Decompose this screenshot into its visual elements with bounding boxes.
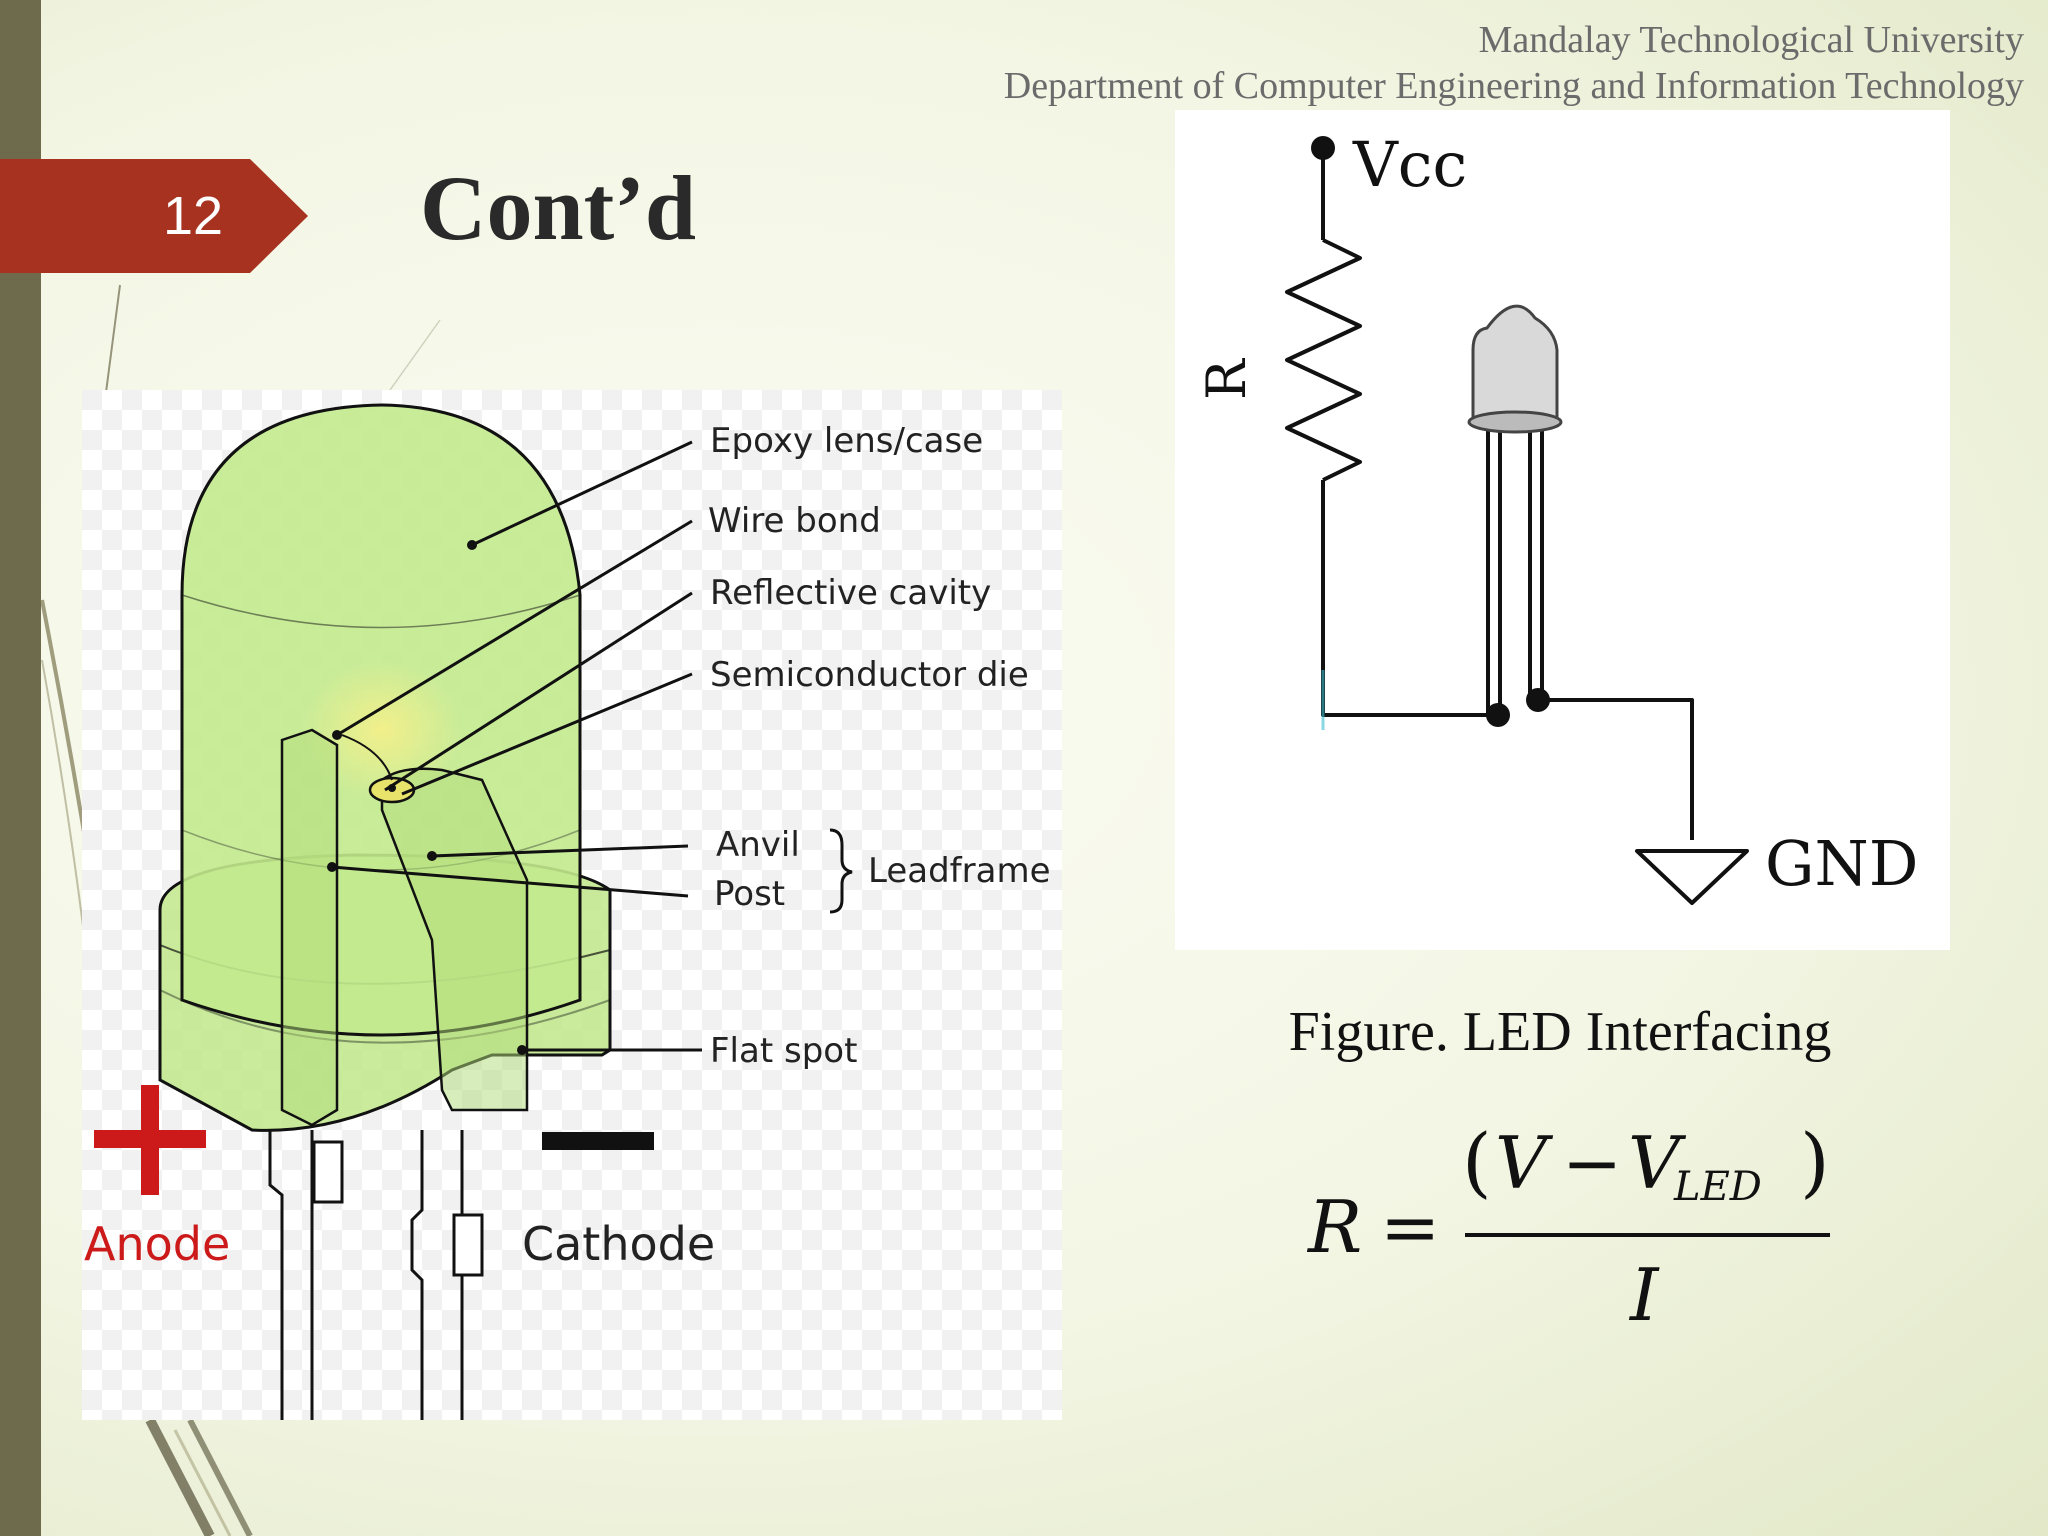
formula-close-paren: ): [1800, 1120, 1830, 1206]
label-leadframe: Leadframe: [868, 851, 1051, 891]
minus-sign-icon: [542, 1132, 654, 1150]
formula-denominator: I: [1628, 1253, 1660, 1337]
label-anode: Anode: [84, 1217, 230, 1271]
label-wire-bond: Wire bond: [708, 501, 881, 541]
header-university: Mandalay Technological University: [1478, 19, 2024, 61]
figure-caption: Figure. LED Interfacing: [1288, 1001, 1832, 1063]
led-cathode-junction: [1486, 703, 1510, 727]
label-cathode: Cathode: [522, 1217, 715, 1271]
led-bulb-icon: [1471, 304, 1559, 424]
led-anode-junction: [1526, 688, 1550, 712]
formula-minus: −: [1562, 1121, 1622, 1205]
led-anatomy-diagram: Epoxy lens/case Wire bond Reflective cav…: [82, 390, 1062, 1420]
formula-subscript: LED: [1673, 1164, 1762, 1210]
header-department: Department of Computer Engineering and I…: [1003, 65, 2024, 107]
led-post: [280, 728, 339, 1127]
cathode-lead-tab: [452, 1213, 484, 1277]
vcc-label: Vcc: [1352, 128, 1467, 201]
label-anvil: Anvil: [716, 825, 800, 865]
gnd-label: GND: [1765, 827, 1919, 900]
label-flat-spot: Flat spot: [710, 1031, 857, 1071]
resistor-label: R: [1195, 358, 1258, 400]
label-epoxy-lens: Epoxy lens/case: [710, 421, 983, 461]
formula-v-led: V: [1628, 1121, 1687, 1205]
leadframe-brace: [829, 828, 853, 914]
slide-number-badge: [0, 159, 308, 273]
formula-open-paren: (: [1462, 1120, 1492, 1206]
formula-v: V: [1495, 1121, 1554, 1205]
slide-title: Cont’d: [420, 157, 697, 259]
label-semiconductor-die: Semiconductor die: [710, 655, 1029, 695]
vcc-terminal: [1311, 136, 1335, 160]
formula-equals: =: [1380, 1185, 1440, 1269]
label-post: Post: [714, 874, 785, 914]
resistor-formula: R = ( V − V LED ) I: [1306, 1120, 1830, 1337]
formula-lhs: R: [1306, 1185, 1362, 1269]
plus-sign-icon: [94, 1085, 206, 1195]
anode-lead-tab: [312, 1140, 344, 1204]
slide-number: 12: [162, 186, 224, 246]
callout-lines: [331, 440, 702, 1052]
label-reflective-cavity: Reflective cavity: [710, 573, 991, 613]
led-interfacing-circuit: Vcc GND R: [1175, 110, 1950, 950]
